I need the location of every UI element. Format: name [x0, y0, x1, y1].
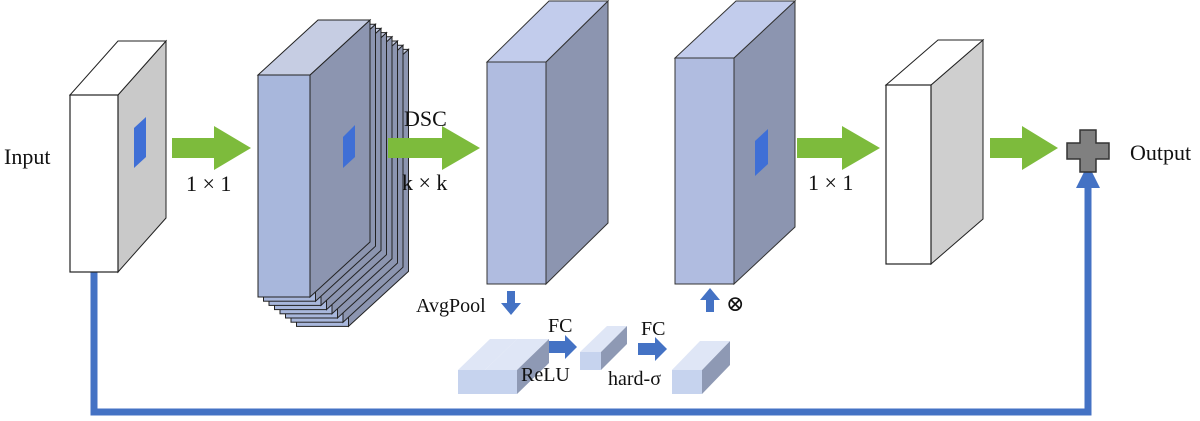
fc2-arrow: [638, 337, 667, 361]
expanded-highlight-patch: [343, 125, 355, 168]
input-feature-block: [68, 39, 168, 274]
excitation-vector: [672, 341, 730, 394]
pooled-vector: [458, 339, 549, 394]
flow-arrow-3: [797, 126, 880, 170]
fc2-label: FC: [641, 318, 665, 340]
avgpool-down-arrow: [501, 291, 521, 315]
flow-arrow-1: [172, 126, 251, 170]
input-label: Input: [4, 144, 50, 169]
se-highlight-patch: [755, 129, 768, 176]
reduced-vector: [580, 326, 627, 370]
skip-connection-arrowhead: [1076, 164, 1100, 188]
multiply-icon: ⊗: [726, 291, 744, 316]
projection-feature-block: [884, 38, 985, 266]
dsc-kernel-label: k × k: [402, 170, 447, 195]
input-highlight-patch: [134, 117, 146, 168]
conv1-kernel-label: 1 × 1: [186, 171, 231, 196]
dsc-label: DSC: [404, 106, 447, 131]
avgpool-label: AvgPool: [416, 295, 486, 317]
dsc-feature-block: [485, 0, 610, 286]
add-plus-icon: [1066, 129, 1110, 173]
output-label: Output: [1130, 140, 1191, 165]
expanded-feature-stack: [256, 18, 410, 328]
flow-arrow-4: [990, 126, 1058, 170]
flow-arrow-2: [388, 126, 480, 170]
hard-sigma-label: hard-σ: [608, 368, 661, 390]
conv2-kernel-label: 1 × 1: [808, 170, 853, 195]
relu-label: ReLU: [521, 364, 570, 386]
stack-layer-front: [257, 74, 311, 298]
fc1-label: FC: [548, 315, 572, 337]
scale-up-arrow: [700, 288, 720, 312]
fc1-arrow: [547, 335, 577, 359]
skip-connection-line: [90, 185, 1092, 416]
se-weighted-feature-block: [673, 0, 797, 286]
